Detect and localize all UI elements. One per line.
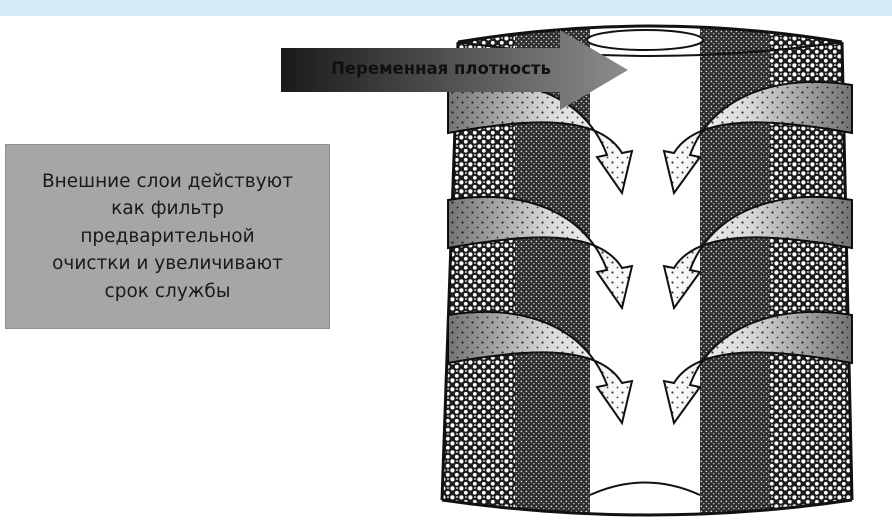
density-label: Переменная плотность — [286, 53, 596, 85]
core-top-opening — [587, 30, 703, 50]
